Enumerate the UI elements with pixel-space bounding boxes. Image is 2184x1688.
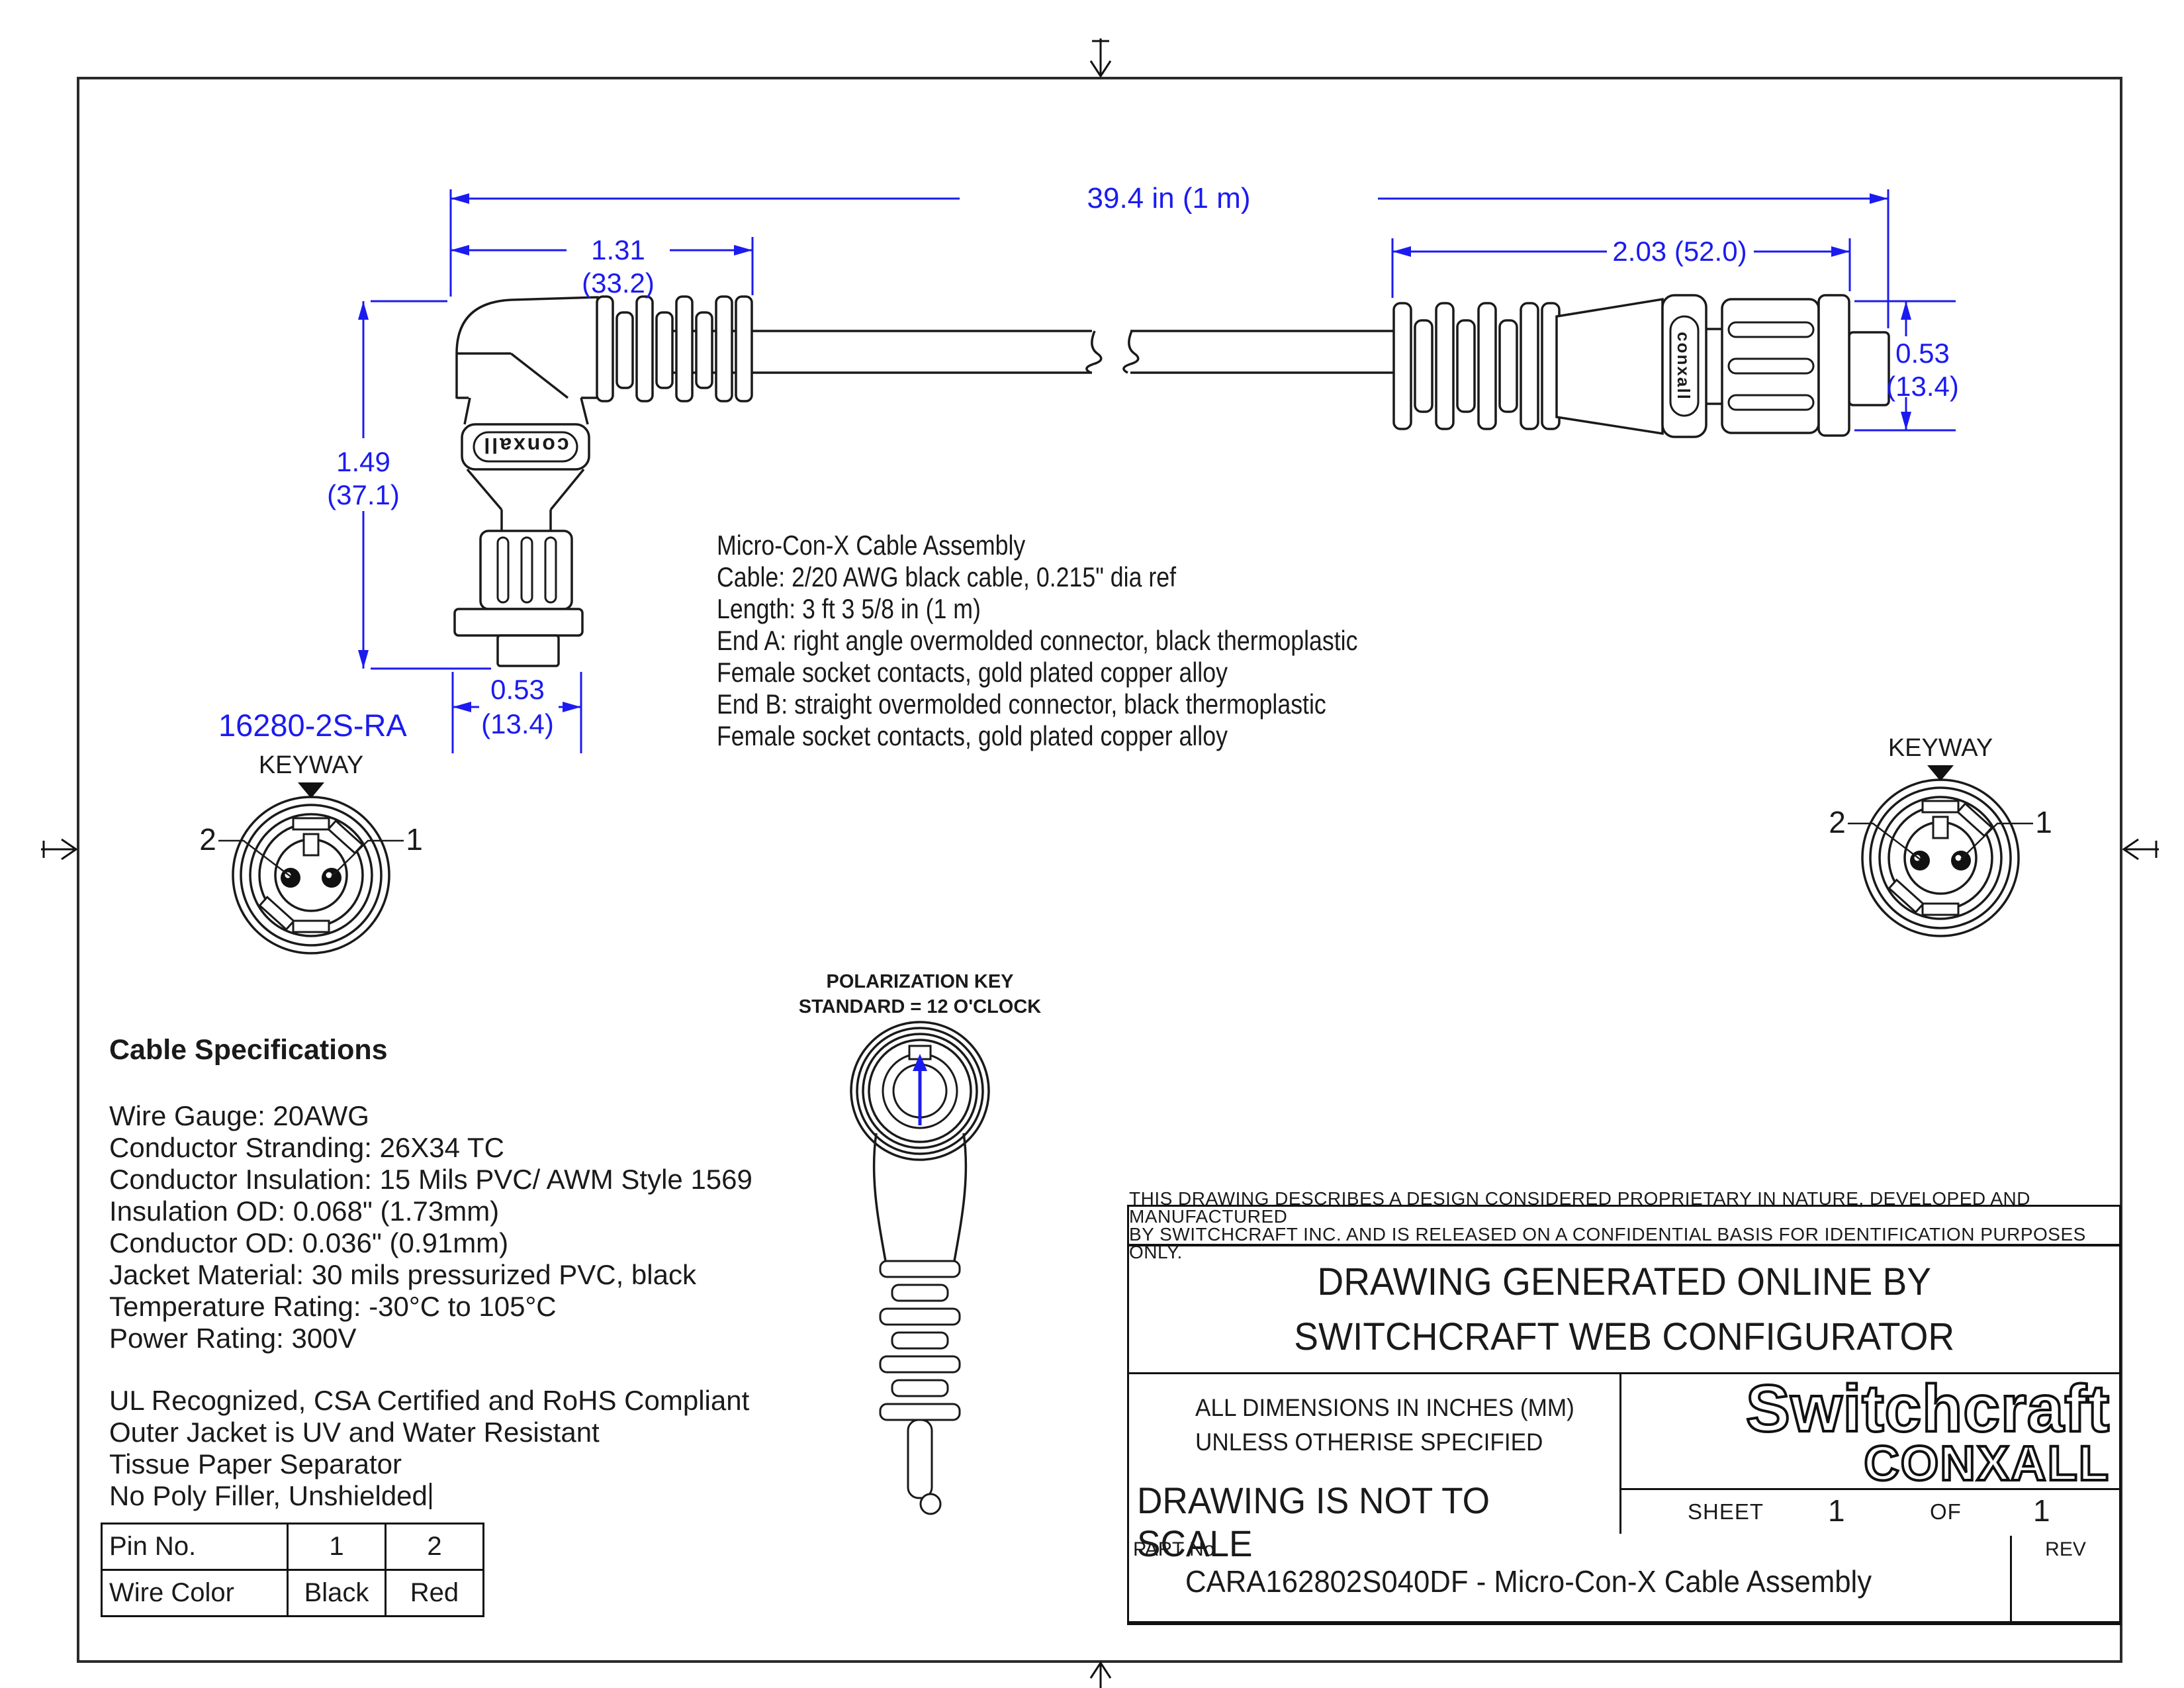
assembly-description: Micro-Con-X Cable Assembly Cable: 2/20 A… <box>717 530 1357 752</box>
dim-end-a-length-mm: (33.2) <box>582 267 655 299</box>
spec-note-text: No Poly Filler, Unshielded <box>109 1480 428 1511</box>
keyway-diagram-end-b: KEYWAY 2 1 <box>1829 734 2052 937</box>
polarization-key-diagram: POLARIZATION KEY STANDARD = 12 O'CLOCK <box>799 971 1042 1515</box>
alignment-mark-bottom-icon <box>1089 1661 1112 1688</box>
rev-cell: REV <box>2010 1536 2119 1623</box>
alignment-mark-left-icon <box>41 838 78 861</box>
alignment-mark-right-icon <box>2122 838 2159 861</box>
keyway-title-right: KEYWAY <box>1888 734 1993 762</box>
units-and-scale-cell: ALL DIMENSIONS IN INCHES (MM) UNLESS OTH… <box>1129 1374 1621 1564</box>
cable-drawing <box>662 330 1398 374</box>
sheet-total: 1 <box>2033 1493 2050 1528</box>
pin-table-cell: Red <box>385 1569 484 1617</box>
keyway-title-left: KEYWAY <box>259 751 363 779</box>
spec-line: Power Rating: 300V <box>109 1323 357 1354</box>
dim-end-a-height-mm: (37.1) <box>327 479 400 510</box>
end-a-connector-drawing <box>453 295 753 667</box>
table-row: Wire Color Black Red <box>101 1569 484 1617</box>
dim-end-b-dia-in: 0.53 <box>1895 338 1950 369</box>
dim-overall-length: 39.4 in (1 m) <box>1087 182 1251 214</box>
end-a-brand-text: conxall <box>482 434 569 457</box>
dim-end-a-dia-in: 0.53 <box>490 674 545 705</box>
units-note-line2: UNLESS OTHERISE SPECIFIED <box>1195 1429 1543 1456</box>
part-number-label: 16280-2S-RA <box>218 708 407 743</box>
rev-label: REV <box>2045 1538 2086 1560</box>
units-note-line1: ALL DIMENSIONS IN INCHES (MM) <box>1195 1394 1574 1421</box>
logo-text-switchcraft: Switchcraft <box>1746 1374 2110 1446</box>
polarization-label-line1: POLARIZATION KEY <box>826 971 1013 992</box>
text-cursor <box>429 1483 432 1509</box>
spec-line: Insulation OD: 0.068" (1.73mm) <box>109 1196 500 1227</box>
pin-table-cell: Wire Color <box>101 1569 289 1617</box>
spec-line: Conductor Stranding: 26X34 TC <box>109 1132 504 1163</box>
sheet-info: SHEET 1 OF 1 <box>1621 1490 2119 1532</box>
part-number-row: PART No. CARA162802S040DF - Micro-Con-X … <box>1129 1536 2119 1623</box>
logo-and-sheet-cell: Switchcraft CONXALL SHEET 1 OF 1 <box>1621 1370 2119 1534</box>
spec-line: Jacket Material: 30 mils pressurized PVC… <box>109 1259 696 1290</box>
end-b-connector-drawing <box>1392 294 1890 438</box>
generated-line: SWITCHCRAFT WEB CONFIGURATOR <box>1294 1315 1954 1358</box>
polarization-label-line2: STANDARD = 12 O'CLOCK <box>799 996 1042 1017</box>
keyway-pin1-label-left: 1 <box>406 822 423 857</box>
description-line: Length: 3 ft 3 5/8 in (1 m) <box>717 593 981 624</box>
pin-table-header-cell: 1 <box>287 1523 387 1571</box>
description-line: Micro-Con-X Cable Assembly <box>717 530 1026 561</box>
pin-table-header-cell: 2 <box>385 1523 484 1571</box>
description-line: Female socket contacts, gold plated copp… <box>717 657 1228 688</box>
part-no-value: CARA162802S040DF - Micro-Con-X Cable Ass… <box>1185 1564 1872 1599</box>
end-b-brand-text: conxall <box>1674 332 1694 400</box>
sheet-number: 1 <box>1828 1493 1845 1528</box>
drawing-border <box>77 77 2122 1663</box>
dim-end-b-dia-mm: (13.4) <box>1886 371 1959 402</box>
keyway-diagram-end-a: KEYWAY 2 1 <box>199 751 423 955</box>
spec-note: Tissue Paper Separator <box>109 1448 402 1479</box>
description-line: End A: right angle overmolded connector,… <box>717 625 1358 656</box>
dim-end-a-dia-mm: (13.4) <box>481 708 554 739</box>
logo-text-conxall: CONXALL <box>1864 1436 2110 1486</box>
dimension-arrowheads <box>358 193 1911 712</box>
dim-end-b-length: 2.03 (52.0) <box>1612 236 1747 267</box>
pin-table-cell: Black <box>287 1569 387 1617</box>
pin-wire-table: Pin No. 1 2 Wire Color Black Red <box>101 1523 484 1617</box>
spec-line: Temperature Rating: -30°C to 105°C <box>109 1291 557 1322</box>
spec-line: Conductor Insulation: 15 Mils PVC/ AWM S… <box>109 1164 752 1195</box>
proprietary-line: THIS DRAWING DESCRIBES A DESIGN CONSIDER… <box>1129 1188 2030 1227</box>
not-to-scale-note: DRAWING IS NOT TO SCALE <box>1137 1479 1490 1564</box>
dim-end-a-height-in: 1.49 <box>336 446 390 477</box>
dim-end-a-length-in: 1.31 <box>591 234 645 265</box>
generated-notice: DRAWING GENERATED ONLINE BY SWITCHCRAFT … <box>1129 1246 2119 1374</box>
spec-line: Conductor OD: 0.036" (0.91mm) <box>109 1227 509 1258</box>
sheet-label: SHEET <box>1688 1499 1764 1524</box>
proprietary-line: BY SWITCHCRAFT INC. AND IS RELEASED ON A… <box>1129 1224 2086 1262</box>
dimension-lines <box>362 189 1956 753</box>
keyway-pin1-label-right: 1 <box>2035 805 2052 839</box>
spec-note: Outer Jacket is UV and Water Resistant <box>109 1417 600 1448</box>
sheet-of-label: OF <box>1930 1499 1962 1524</box>
alignment-mark-top-icon <box>1089 38 1112 78</box>
cable-specs-title: Cable Specifications <box>109 1034 388 1066</box>
polarization-arrow-icon <box>913 1054 927 1125</box>
keyway-pin2-label-right: 2 <box>1829 805 1846 839</box>
title-block: THIS DRAWING DESCRIBES A DESIGN CONSIDER… <box>1127 1190 2121 1625</box>
switchcraft-conxall-logo-icon: Switchcraft CONXALL <box>1745 1370 2111 1492</box>
cable-break-left <box>1085 330 1103 374</box>
generated-line: DRAWING GENERATED ONLINE BY <box>1317 1260 1931 1303</box>
description-line: Cable: 2/20 AWG black cable, 0.215" dia … <box>717 561 1177 592</box>
spec-note: No Poly Filler, Unshielded <box>109 1480 752 1512</box>
cable-specifications: Cable Specifications Wire Gauge: 20AWG C… <box>109 1034 752 1512</box>
description-line: Female socket contacts, gold plated copp… <box>717 720 1228 751</box>
cable-break-right <box>1122 330 1140 374</box>
dimension-labels: 39.4 in (1 m) 1.31 (33.2) 2.03 (52.0) 1.… <box>327 182 1959 739</box>
proprietary-notice: THIS DRAWING DESCRIBES A DESIGN CONSIDER… <box>1129 1190 2119 1262</box>
description-line: End B: straight overmolded connector, bl… <box>717 688 1326 720</box>
part-no-label: PART No. <box>1133 1538 1220 1560</box>
spec-note: UL Recognized, CSA Certified and RoHS Co… <box>109 1385 750 1416</box>
spec-line: Wire Gauge: 20AWG <box>109 1100 369 1131</box>
company-logo: Switchcraft CONXALL <box>1621 1370 2119 1492</box>
table-row: Pin No. 1 2 <box>101 1523 484 1571</box>
pin-table-header-cell: Pin No. <box>101 1523 289 1571</box>
keyway-pin2-label-left: 2 <box>199 822 216 857</box>
